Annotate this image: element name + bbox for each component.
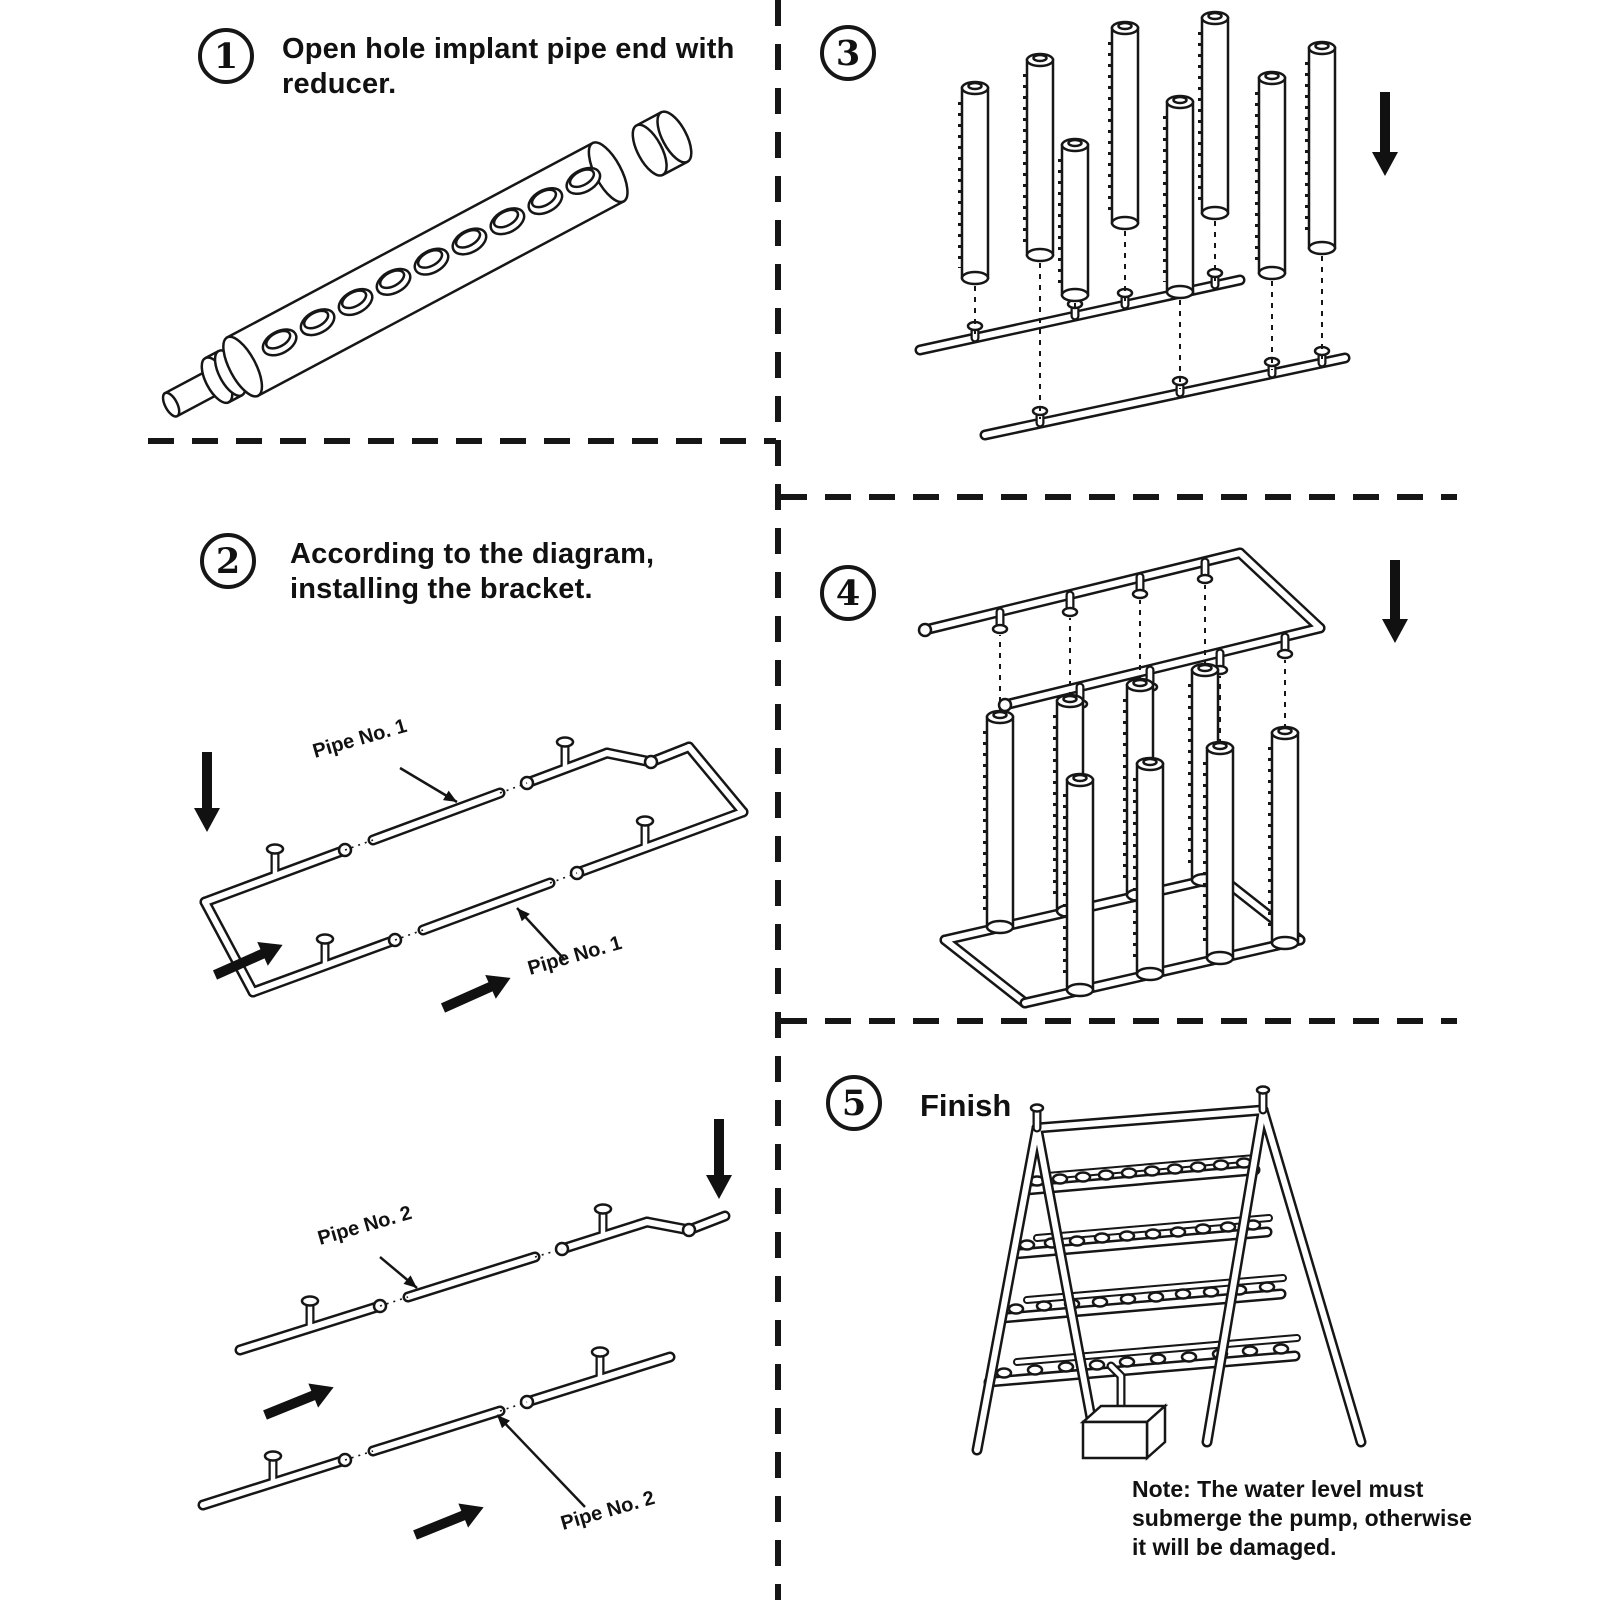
insert-arrow-icon xyxy=(263,1383,334,1420)
callout-arrow xyxy=(496,1414,586,1508)
step-4-badge: 4 xyxy=(820,565,876,621)
step-2-number: 2 xyxy=(215,540,241,582)
pipe-label: Pipe No. 1 xyxy=(310,715,409,763)
step-2-illustration-a: Pipe No. 1 Pipe No. 1 xyxy=(194,715,785,1013)
step-5-illustration xyxy=(925,1085,1435,1461)
coupler-drawing xyxy=(631,110,693,177)
note-line1: Note: The water level must xyxy=(1132,1476,1424,1502)
step-3-number: 3 xyxy=(835,32,861,74)
step-1-illustration xyxy=(161,110,693,418)
step-1-badge: 1 xyxy=(198,28,254,84)
pump-box xyxy=(1079,1361,1169,1461)
step-4-illustration xyxy=(917,505,1408,1015)
insert-arrow-icon xyxy=(440,974,511,1013)
step-1-instruction: Open hole implant pipe end with reducer. xyxy=(282,32,762,103)
step-4-number: 4 xyxy=(835,572,861,614)
bracket-frame-1 xyxy=(205,736,743,993)
step-1-instruction-line1: Open hole implant pipe end with xyxy=(282,33,735,65)
pipe-label: Pipe No. 1 xyxy=(525,932,624,980)
divider-horizontal-left xyxy=(148,438,776,444)
note-line3: it will be damaged. xyxy=(1132,1533,1337,1560)
step-2-instruction-line1: According to the diagram, xyxy=(290,538,655,570)
planting-pipes-front xyxy=(1063,725,1300,998)
callout-pipe1-lower: Pipe No. 1 xyxy=(516,907,624,980)
a-frame-legs xyxy=(977,1085,1361,1451)
step-1-instruction-line2: reducer. xyxy=(282,68,397,101)
down-arrow-icon xyxy=(1372,92,1398,176)
top-frame xyxy=(917,553,1320,713)
note-line2: submerge the pump, otherwise xyxy=(1132,1504,1472,1531)
pipe-holes xyxy=(261,166,602,357)
step-5-number: 5 xyxy=(841,1082,867,1124)
down-arrow-icon xyxy=(1382,560,1408,643)
note-text: Note: The water level must submerge the … xyxy=(1132,1475,1478,1562)
down-arrow-icon xyxy=(194,752,220,832)
divider-vertical xyxy=(775,0,781,1600)
bracket-frame-2 xyxy=(203,1203,725,1506)
step-5-caption: Finish xyxy=(920,1088,1012,1123)
step-3-illustration xyxy=(890,10,1398,485)
step-5-badge: 5 xyxy=(826,1075,882,1131)
step-1-number: 1 xyxy=(213,35,239,77)
step-2-illustration-b: Pipe No. 2 Pipe No. 2 xyxy=(145,1119,732,1540)
callout-pipe1-upper: Pipe No. 1 xyxy=(310,715,458,804)
planting-pipes xyxy=(958,10,1337,303)
divider-horizontal-right-1 xyxy=(781,494,1457,500)
step-2-instruction: According to the diagram, installing the… xyxy=(290,537,730,608)
base-rails xyxy=(920,267,1345,435)
step-2-badge: 2 xyxy=(200,533,256,589)
callout-pipe2-lower: Pipe No. 2 xyxy=(496,1414,657,1535)
down-arrow-icon xyxy=(706,1119,732,1199)
planting-pipe-drawing xyxy=(161,110,693,418)
insertion-guides xyxy=(974,221,1323,419)
step-3-badge: 3 xyxy=(820,25,876,81)
step-2-instruction-line2: installing the bracket. xyxy=(290,573,593,606)
insert-arrow-icon xyxy=(212,941,283,980)
callout-pipe2-upper: Pipe No. 2 xyxy=(315,1202,418,1289)
pipe-label: Pipe No. 2 xyxy=(315,1202,414,1250)
insert-arrow-icon xyxy=(413,1503,484,1540)
divider-horizontal-right-2 xyxy=(781,1018,1457,1024)
